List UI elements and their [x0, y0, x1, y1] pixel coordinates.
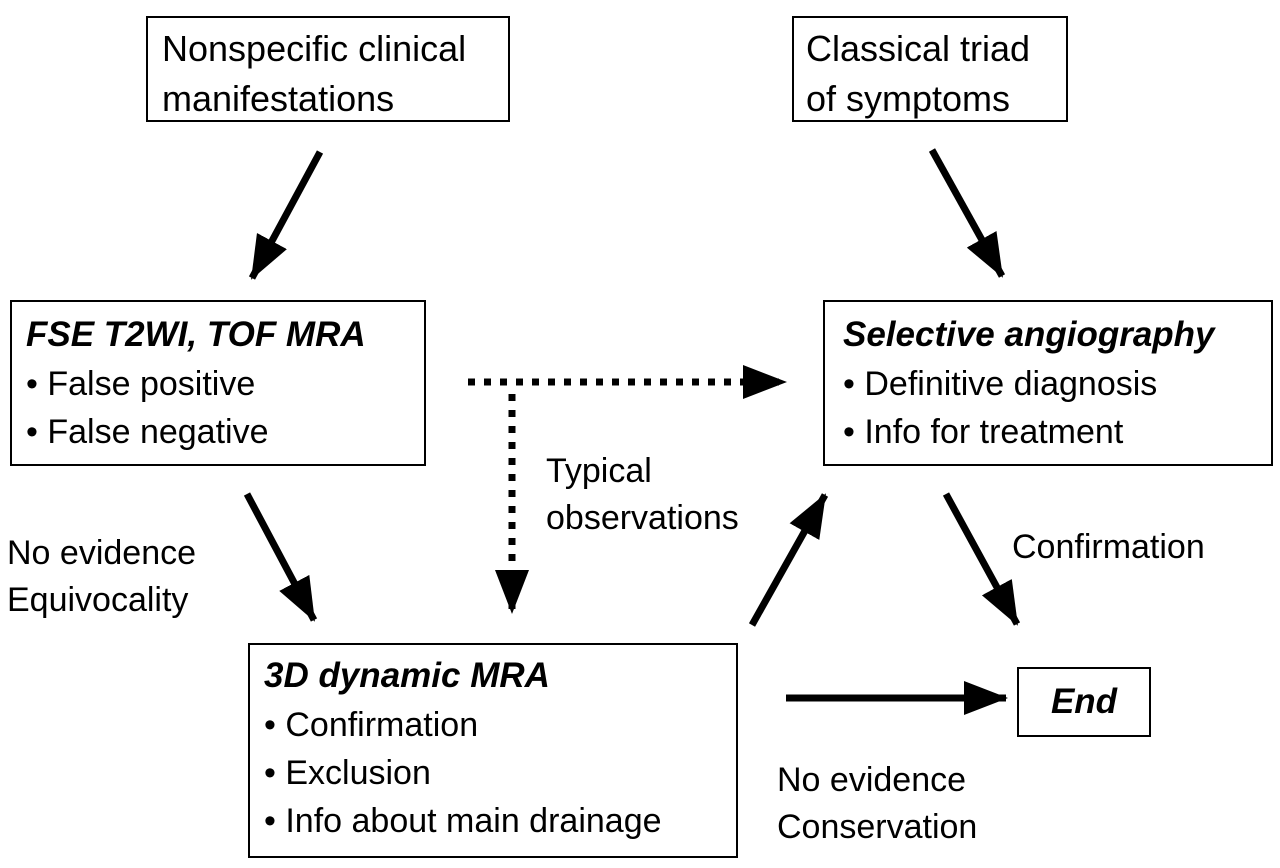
arrow-classical-to-angio	[928, 148, 1006, 278]
node-bullet: Info about main drainage	[264, 797, 736, 845]
edge-label-line: Conservation	[777, 808, 978, 846]
edge-label-typical-observations: Typical observations	[546, 448, 739, 542]
node-3d-dynamic-mra: 3D dynamic MRA Confirmation Exclusion In…	[248, 643, 738, 858]
edge-label-line: Confirmation	[1012, 528, 1205, 566]
node-nonspecific-manifestations: Nonspecific clinical manifestations	[146, 16, 510, 122]
node-bullet: Confirmation	[264, 701, 736, 749]
node-end: End	[1017, 667, 1151, 737]
arrow-fse-to-dyn	[243, 492, 318, 622]
arrow-angio-to-end	[942, 492, 1021, 626]
node-text-line: of symptoms	[806, 78, 1011, 119]
node-bullet: Info for treatment	[843, 408, 1271, 456]
node-title: Selective angiography	[843, 315, 1215, 354]
edge-label-line: No evidence	[777, 761, 967, 799]
node-bullet: Exclusion	[264, 749, 736, 797]
node-text-line: Nonspecific clinical	[162, 28, 467, 69]
edge-label-line: Typical	[546, 452, 652, 490]
node-selective-angiography: Selective angiography Definitive diagnos…	[823, 300, 1273, 466]
edge-label-line: observations	[546, 499, 739, 537]
edge-label-no-evidence-conservation: No evidence Conservation	[777, 757, 977, 851]
node-fse-t2wi-tof-mra: FSE T2WI, TOF MRA False positive False n…	[10, 300, 426, 466]
node-text-line: Classical triad	[806, 28, 1031, 69]
arrow-dyn-to-angio	[748, 493, 829, 627]
edge-label-line: Equivocality	[7, 581, 189, 619]
node-title: 3D dynamic MRA	[264, 656, 550, 695]
edge-label-no-evidence-equivocality: No evidence Equivocality	[7, 530, 196, 624]
edge-label-confirmation: Confirmation	[1012, 524, 1205, 571]
node-bullet: False positive	[26, 360, 424, 408]
node-text-line: manifestations	[162, 78, 395, 119]
node-title: FSE T2WI, TOF MRA	[26, 315, 366, 354]
edge-label-line: No evidence	[7, 534, 197, 572]
node-title: End	[1050, 682, 1118, 721]
arrow-nonspecific-to-fse	[248, 150, 324, 280]
node-bullet: False negative	[26, 408, 424, 456]
node-classical-triad: Classical triad of symptoms	[792, 16, 1068, 122]
node-bullet: Definitive diagnosis	[843, 360, 1271, 408]
